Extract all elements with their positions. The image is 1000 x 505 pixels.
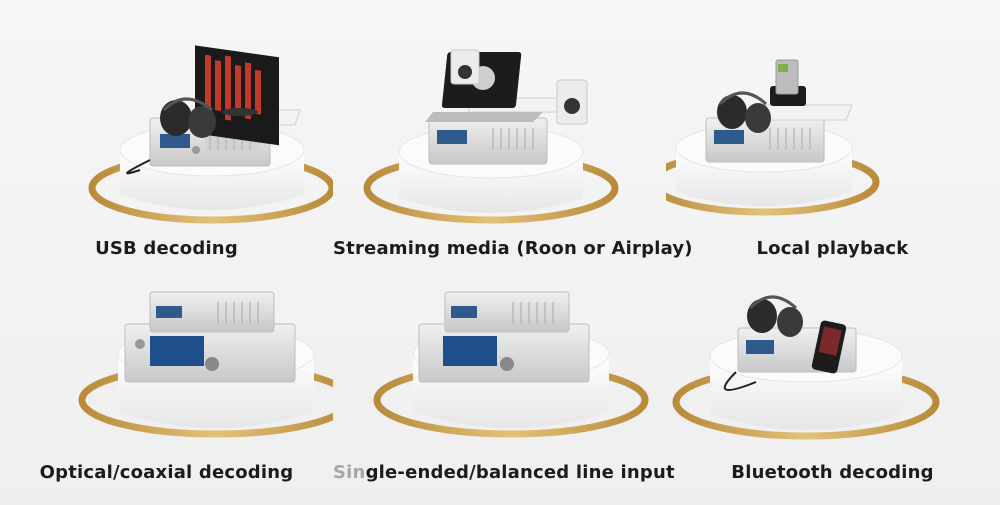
feature-caption: Local playback: [756, 238, 909, 259]
feature-local-playback: Local playback: [666, 0, 999, 259]
feature-line-input: Single-ended/balanced line input: [333, 252, 675, 504]
feature-caption: USB decoding: [95, 238, 238, 259]
feature-caption: Streaming media (Roon or Airplay): [333, 238, 693, 259]
feature-caption: Bluetooth decoding: [731, 462, 934, 483]
feature-usb-decoding: USB decoding: [0, 0, 333, 259]
bluetooth-scene-illustration: [672, 295, 940, 440]
feature-caption: Optical/coaxial decoding: [39, 462, 294, 483]
caption-rest: gle-ended/balanced line input: [365, 462, 675, 483]
caption-faded-part: Sin: [333, 462, 366, 483]
feature-optical-coaxial: Optical/coaxial decoding: [0, 252, 333, 504]
streaming-scene-illustration: [363, 49, 619, 224]
headphones-icon: [747, 299, 777, 333]
optical-scene-illustration: [78, 291, 333, 438]
feature-bluetooth: Bluetooth decoding: [666, 252, 999, 504]
feature-streaming-media: Streaming media (Roon or Airplay): [333, 0, 693, 259]
feature-caption: Single-ended/balanced line input: [333, 462, 675, 483]
headphones-icon: [717, 95, 747, 129]
headphones-icon: [160, 100, 192, 136]
line-input-scene-illustration: [373, 291, 649, 438]
local-scene-illustration: [666, 59, 880, 216]
usb-scene-illustration: [88, 45, 333, 224]
